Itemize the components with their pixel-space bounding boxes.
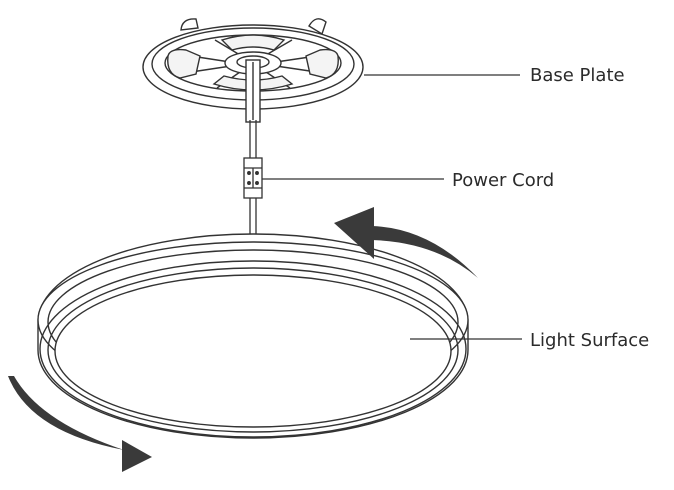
power-cord	[244, 120, 262, 244]
base-plate-pad-left	[168, 50, 200, 78]
label-light-surface: Light Surface	[530, 330, 649, 351]
base-plate	[143, 19, 363, 122]
base-plate-tab-left	[181, 19, 198, 30]
label-power-cord: Power Cord	[452, 170, 554, 191]
light-fixture	[38, 234, 468, 438]
rotation-arrow-bottom-head	[122, 440, 152, 472]
base-plate-pad-right	[306, 50, 338, 78]
label-base-plate: Base Plate	[530, 65, 625, 86]
light-surface	[55, 275, 451, 427]
